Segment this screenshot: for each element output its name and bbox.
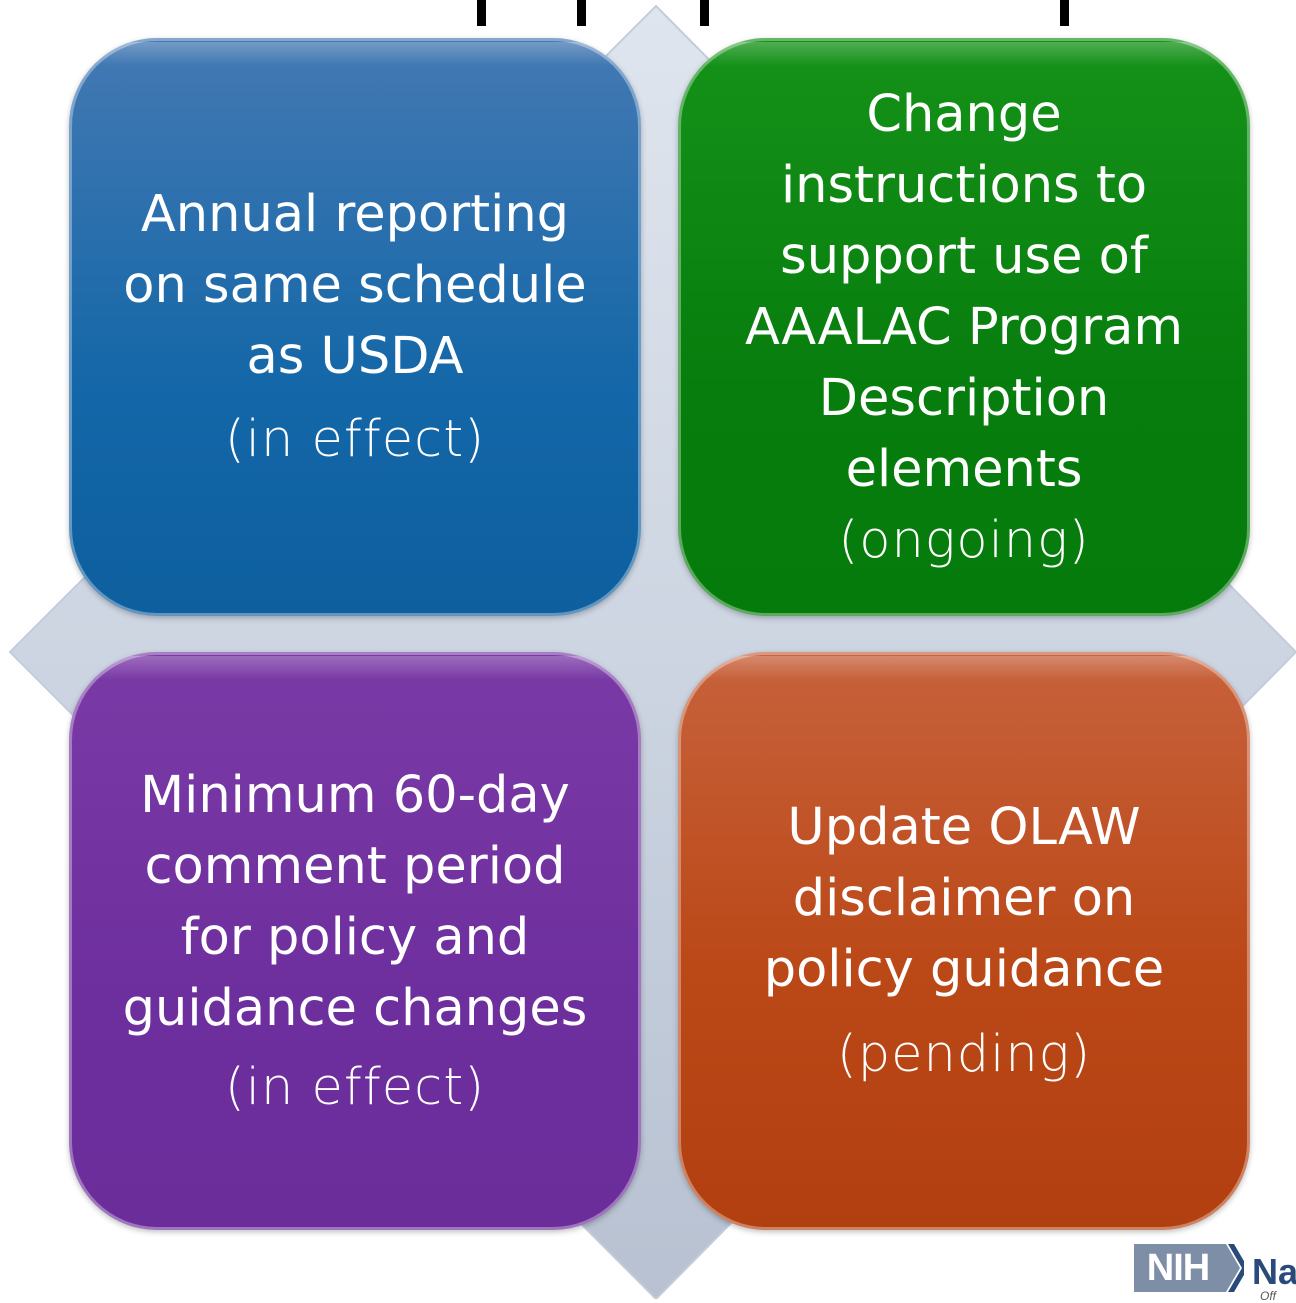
org-subtitle: Off [1260, 1289, 1277, 1303]
quadrant-comment-period: Minimum 60-day comment period for policy… [69, 652, 641, 1230]
nih-logo-icon [1134, 1244, 1244, 1292]
quadrant-line: Description [818, 368, 1110, 428]
quadrant-line: AAALAC Program [744, 297, 1184, 357]
nih-logo-text: NIH [1146, 1247, 1210, 1289]
status-label: (ongoing) [838, 510, 1090, 570]
org-name: Nat [1252, 1251, 1296, 1292]
quadrant-annual-reporting: Annual reporting on same schedule as USD… [69, 38, 641, 616]
quadrant-aaalac-instructions: Change instructions to support use of AA… [678, 38, 1250, 616]
quadrant-line: on same schedule [123, 256, 587, 315]
quadrant-line: as USDA [246, 327, 464, 386]
status-label: (pending) [836, 1025, 1092, 1084]
quadrant-line: support use of [780, 226, 1148, 286]
quadrant-line: elements [845, 439, 1083, 499]
quadrant-line: Update OLAW [787, 798, 1141, 857]
status-label: (in effect) [224, 410, 486, 469]
quadrant-text: Annual reporting on same schedule as USD… [123, 179, 586, 392]
status-label: (in effect) [224, 1057, 486, 1117]
quadrant-line: policy guidance [763, 940, 1165, 999]
quadrant-line: instructions to [780, 155, 1148, 215]
quadrant-line: disclaimer on [792, 869, 1136, 928]
title-fragment [477, 0, 1069, 26]
quadrant-line: comment period [144, 836, 566, 896]
quadrant-text: Minimum 60-day comment period for policy… [123, 760, 588, 1044]
quadrant-text: Change instructions to support use of AA… [745, 79, 1183, 505]
quadrant-olaw-disclaimer: Update OLAW disclaimer on policy guidanc… [678, 652, 1250, 1230]
quadrant-line: Annual reporting [140, 185, 570, 244]
quadrant-text: Update OLAW disclaimer on policy guidanc… [764, 792, 1165, 1005]
quadrant-line: guidance changes [122, 978, 588, 1038]
quadrant-line: Change [866, 84, 1062, 144]
quadrant-line: for policy and [180, 907, 530, 967]
quadrant-line: Minimum 60-day [140, 765, 570, 825]
